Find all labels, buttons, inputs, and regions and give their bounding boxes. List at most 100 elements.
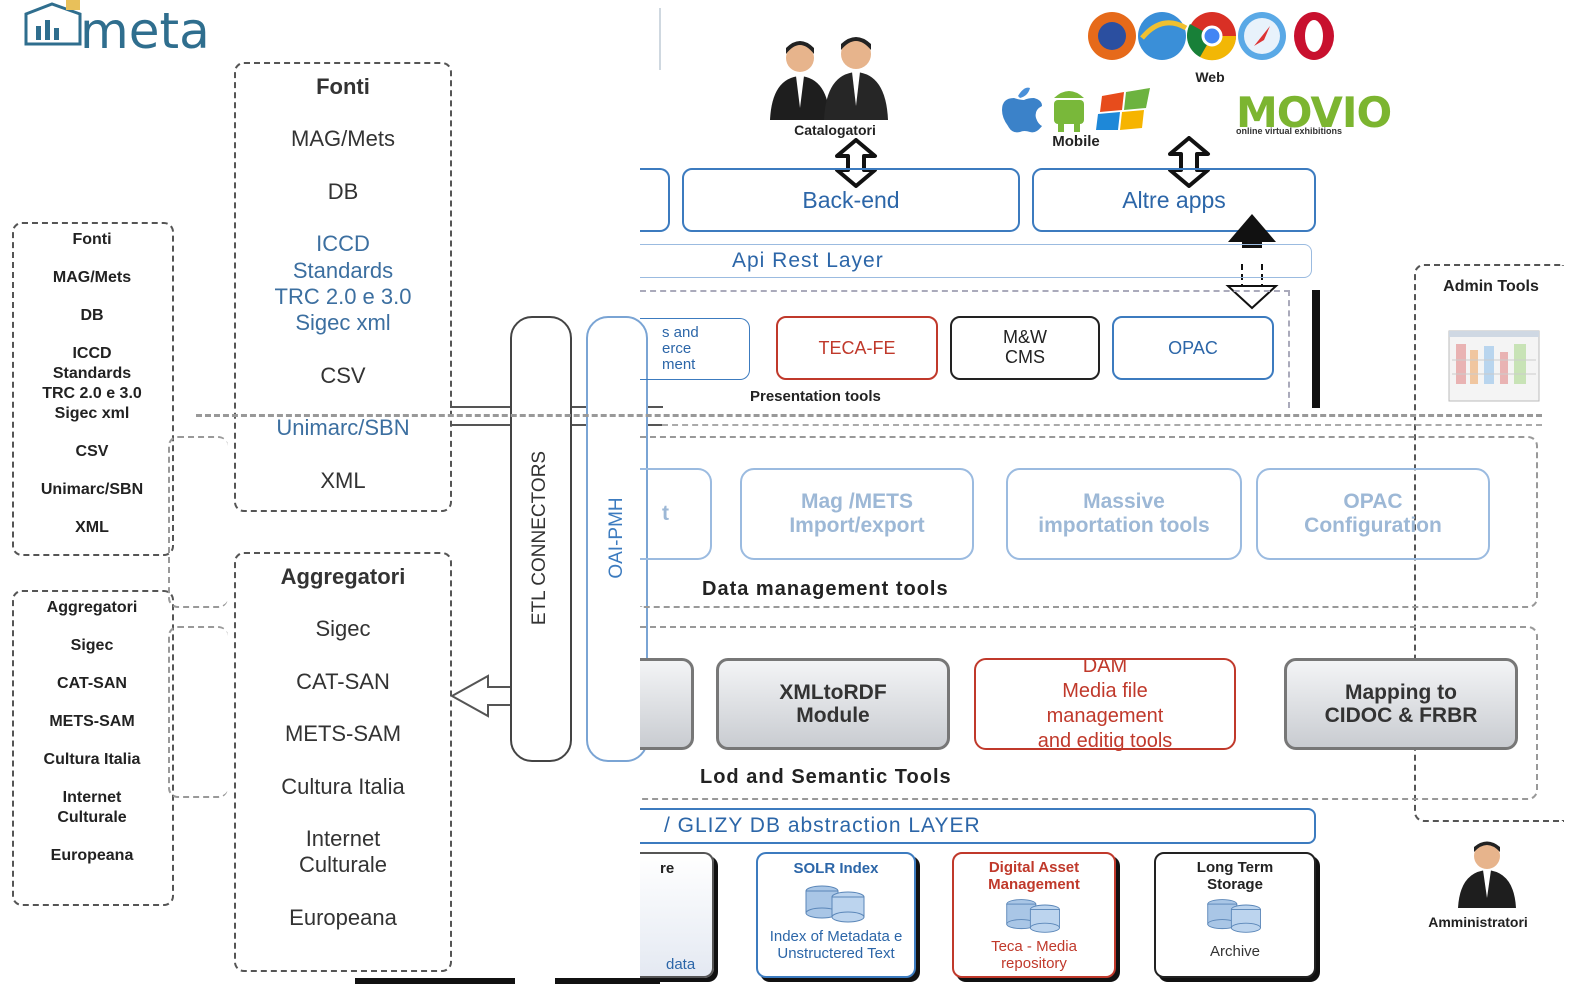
mw-cms-box: M&W CMS bbox=[950, 316, 1100, 380]
opac-configuration-text: OPAC Configuration bbox=[1304, 490, 1442, 538]
admin-tools-box bbox=[1414, 264, 1564, 822]
presentation-frame bbox=[640, 290, 1290, 408]
mag-mets-line: Mag /METS bbox=[800, 489, 913, 513]
teca-fe-box: TECA-FE bbox=[776, 316, 938, 380]
opac-label: OPAC bbox=[1168, 337, 1218, 358]
dam-storage-caption: Teca - Media repository bbox=[954, 938, 1114, 972]
aggregatori-small-item: Cultura Italia bbox=[43, 751, 141, 768]
xml-to-rdf-box: XMLtoRDF Module bbox=[716, 658, 950, 750]
fonti-small-item: XML bbox=[75, 519, 109, 536]
aggregatori-small-list: Aggregatori Sigec CAT-SAN METS-SAM Cultu… bbox=[14, 598, 170, 866]
fonti-main-box bbox=[234, 62, 452, 512]
fonti-main-item: DB bbox=[327, 178, 359, 204]
fonti-main-item: MAG/Mets bbox=[291, 126, 395, 152]
backend-box: Back-end bbox=[682, 168, 1020, 232]
solr-index-caption-line: Unstructered Text bbox=[777, 944, 895, 962]
fonti-small-list: Fonti MAG/Mets DB ICCD Standards TRC 2.0… bbox=[14, 230, 170, 538]
presentation-label: Presentation tools bbox=[750, 388, 881, 405]
lod-label: Lod and Semantic Tools bbox=[700, 766, 952, 788]
logo-text: meta bbox=[80, 2, 210, 60]
mw-cms-line: CMS bbox=[1005, 347, 1045, 367]
dam-storage-box: Digital Asset Management Teca - Media re… bbox=[952, 852, 1116, 978]
etl-connectors-label: ETL CONNECTORS bbox=[529, 450, 550, 626]
partial-lod-box bbox=[640, 658, 694, 750]
mag-mets-text: Mag /METS Import/export bbox=[789, 490, 924, 538]
aggregatori-main-box bbox=[234, 552, 452, 972]
web-label: Web bbox=[1195, 69, 1225, 85]
fonti-main-item: CSV bbox=[320, 362, 366, 388]
partial-data-text: t bbox=[662, 501, 669, 525]
aggregatori-main-item: Europeana bbox=[289, 904, 397, 930]
admin-tools-title: Admin Tools bbox=[1443, 278, 1539, 295]
aggregatori-small-item: Internet bbox=[62, 789, 122, 806]
mobile-arrow-icon bbox=[1168, 136, 1210, 188]
oai-pmh-bar bbox=[586, 316, 648, 762]
aggregatori-small-item: CAT-SAN bbox=[57, 675, 127, 692]
mapping-cidoc-line: CIDOC & FRBR bbox=[1324, 704, 1478, 727]
aggregatori-small-title: Aggregatori bbox=[46, 599, 138, 616]
partial-box-left bbox=[640, 168, 670, 232]
mw-cms-line: M&W bbox=[1003, 327, 1047, 348]
mobile-label: Mobile bbox=[1052, 133, 1100, 150]
altre-apps-box: Altre apps bbox=[1032, 168, 1316, 232]
opac-configuration-box: OPAC Configuration bbox=[1256, 468, 1490, 560]
partial-storage-bottom: data bbox=[666, 956, 696, 973]
movio-subtitle: online virtual exhibitions bbox=[1236, 126, 1343, 136]
fonti-main-list: Fonti MAG/Mets DB ICCD Standards TRC 2.0… bbox=[236, 74, 450, 494]
fonti-main-item: Sigec xml bbox=[295, 310, 391, 336]
fonti-main-item: TRC 2.0 e 3.0 bbox=[274, 283, 412, 309]
mapping-cidoc-line: Mapping to bbox=[1345, 680, 1457, 704]
aggregatori-main-item: Internet bbox=[305, 825, 381, 851]
aggregatori-main-item: Cultura Italia bbox=[281, 773, 405, 799]
dam-tools-line: management bbox=[1046, 705, 1164, 727]
fonti-main-item: Unimarc/SBN bbox=[276, 415, 410, 441]
fonti-small-title: Fonti bbox=[72, 231, 112, 248]
data-management-region bbox=[640, 436, 1538, 608]
data-region-left-edge bbox=[168, 436, 228, 608]
presentation-shadow bbox=[1312, 290, 1320, 408]
aggregatori-small-item: METS-SAM bbox=[49, 713, 135, 730]
xml-to-rdf-line: XMLtoRDF bbox=[779, 680, 887, 704]
etl-connectors-bar bbox=[510, 316, 572, 762]
mw-cms-text: M&W CMS bbox=[1003, 327, 1047, 368]
divider bbox=[659, 8, 661, 70]
aggregatori-main-item: CAT-SAN bbox=[296, 668, 390, 694]
catalogatori-label: Catalogatori bbox=[794, 122, 876, 138]
aggregatori-main-title: Aggregatori bbox=[280, 564, 406, 589]
dam-tools-line: and editig tools bbox=[1037, 730, 1173, 752]
massive-import-line: Massive bbox=[1083, 489, 1165, 513]
logo: meta bbox=[22, 0, 212, 60]
solr-index-caption-line: Index of Metadata e bbox=[769, 928, 903, 945]
dam-storage-caption-line: repository bbox=[1001, 954, 1067, 972]
long-term-storage-title-line: Long Term bbox=[1196, 859, 1274, 876]
database-icon bbox=[805, 885, 865, 923]
long-term-storage-title-line: Storage bbox=[1207, 875, 1263, 893]
data-management-label: Data management tools bbox=[702, 578, 949, 600]
data-region-top-line bbox=[196, 414, 1542, 417]
partial-storage-box: re data bbox=[640, 852, 714, 978]
dam-storage-title-line: Management bbox=[988, 875, 1080, 893]
fonti-small-item: ICCD bbox=[72, 345, 112, 362]
aggregatori-small-box bbox=[12, 590, 174, 906]
partial-storage-top: re bbox=[660, 860, 675, 877]
glizy-layer: / GLIZY DB abstraction LAYER bbox=[640, 808, 1316, 844]
fonti-small-item: CSV bbox=[75, 443, 109, 460]
database-icon bbox=[1006, 899, 1060, 933]
dam-storage-title-line: Digital Asset bbox=[988, 859, 1080, 876]
partial-presentation-line: ment bbox=[662, 355, 696, 373]
xml-to-rdf-line: Module bbox=[796, 704, 870, 727]
aggregatori-small-item: Culturale bbox=[57, 809, 127, 826]
lod-region bbox=[640, 626, 1538, 800]
fonti-main-item: Standards bbox=[292, 257, 394, 283]
fonti-small-item: Unimarc/SBN bbox=[40, 481, 144, 498]
partial-presentation-text: s and erce ment bbox=[662, 325, 699, 372]
fonti-small-item: DB bbox=[80, 307, 104, 324]
mapping-cidoc-text: Mapping to CIDOC & FRBR bbox=[1325, 681, 1478, 727]
fonti-small-item: MAG/Mets bbox=[52, 269, 132, 286]
lod-region-left-edge bbox=[168, 626, 228, 798]
admin-screenshot-icon bbox=[1448, 330, 1540, 402]
fonti-main-title: Fonti bbox=[316, 74, 370, 99]
data-region-top-line2 bbox=[662, 424, 1542, 426]
fonti-small-box bbox=[12, 222, 174, 556]
database-icon bbox=[1207, 899, 1261, 933]
